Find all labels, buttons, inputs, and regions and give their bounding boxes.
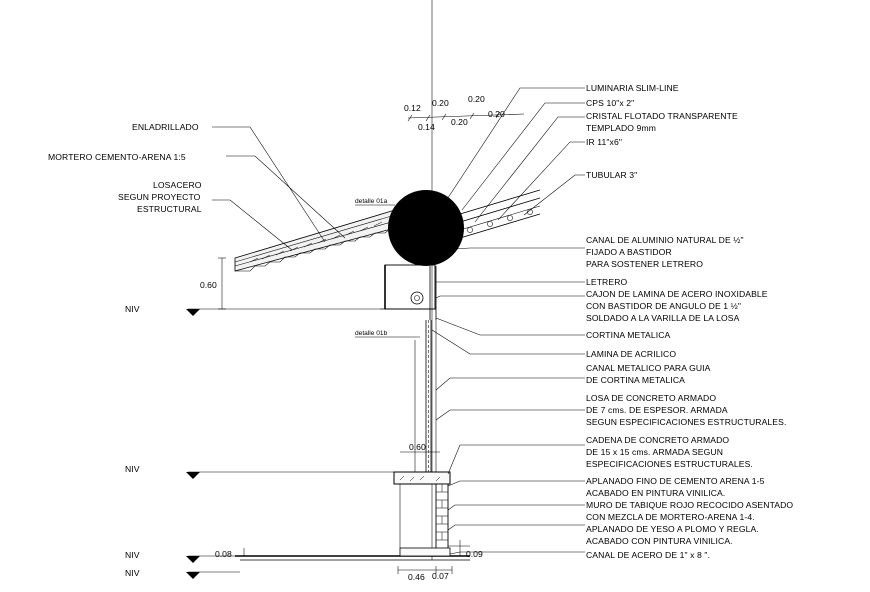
dim-020-a: 0.20 — [432, 98, 449, 108]
leader-lines — [212, 87, 585, 555]
label-aplanado-1: APLANADO FINO DE CEMENTO ARENA 1-5 — [586, 476, 765, 486]
label-cadena-2: DE 15 x 15 cms. ARMADA SEGUN — [586, 447, 723, 457]
label-canal-1: CANAL DE ALUMINIO NATURAL DE ½" — [586, 235, 744, 245]
label-cadena-1: CADENA DE CONCRETO ARMADO — [586, 435, 729, 445]
label-canal-2: FIJADO A BASTIDOR — [586, 247, 672, 257]
niv-label-3: NIV — [125, 550, 140, 560]
detail-01a-marker — [388, 190, 464, 266]
label-enladrillado: ENLADRILLADO — [132, 122, 199, 132]
roof-slab — [234, 209, 396, 272]
label-cadena-3: ESPECIFICACIONES ESTRUCTURALES. — [586, 459, 753, 469]
label-canalguia-2: DE CORTINA METALICA — [586, 375, 685, 385]
label-losa-1: LOSA DE CONCRETO ARMADO — [586, 393, 716, 403]
label-cortina: CORTINA METALICA — [586, 330, 671, 340]
label-losacero-2: SEGUN PROYECTO — [118, 192, 201, 202]
detalle-01a-label: detalle 01a — [355, 198, 388, 205]
label-yeso-2: ACABADO CON PINTURA VINILICA. — [586, 536, 733, 546]
vertical-dim-060 — [218, 257, 226, 310]
label-aplanado-2: ACABADO EN PINTURA VINILICA. — [586, 488, 725, 498]
detalle-01b-label: detalle 01b — [355, 330, 388, 337]
niv-label-1: NIV — [125, 304, 140, 314]
label-canalguia-1: CANAL METALICO PARA GUIA — [586, 363, 711, 373]
dim-060-b: 0.60 — [409, 442, 426, 452]
level-lines — [188, 308, 394, 573]
label-lamina: LAMINA DE ACRILICO — [586, 349, 676, 359]
chain-beam — [393, 471, 451, 485]
dim-008: 0.08 — [215, 549, 232, 559]
label-cajon-2: CON BASTIDOR DE ANGULO DE 1 ½" — [586, 301, 741, 311]
curtain-guide — [414, 320, 437, 476]
label-cajon-3: SOLDADO A LA VARILLA DE LA LOSA — [586, 313, 740, 323]
label-mortero: MORTERO CEMENTO-ARENA 1:5 — [48, 152, 186, 162]
label-ir: IR 11"x6" — [586, 137, 622, 147]
floor-slab — [235, 545, 470, 561]
label-losa-2: DE 7 cms. DE ESPESOR. ARMADA — [586, 405, 728, 415]
label-cristal-1: CRISTAL FLOTADO TRANSPARENTE — [586, 111, 738, 121]
dim-014: 0.14 — [418, 122, 435, 132]
label-losa-3: SEGUN ESPECIFICACIONES ESTRUCTURALES. — [586, 417, 786, 427]
dim-046: 0.46 — [408, 572, 425, 582]
label-yeso-1: APLANADO DE YESO A PLOMO Y REGLA. — [586, 524, 759, 534]
niv-label-2: NIV — [125, 464, 140, 474]
dim-020-b: 0.20 — [468, 94, 485, 104]
label-luminaria: LUMINARIA SLIM-LINE — [586, 83, 679, 93]
niv-label-4: NIV — [125, 568, 140, 578]
label-muro-2: CON MEZCLA DE MORTERO-ARENA 1-4. — [586, 512, 755, 522]
label-canal-3: PARA SOSTENER LETRERO — [586, 259, 703, 269]
dim-007: 0.07 — [432, 571, 449, 581]
label-muro-1: MURO DE TABIQUE ROJO RECOCIDO ASENTADO — [586, 500, 793, 510]
label-cristal-2: TEMPLADO 9mm — [586, 123, 656, 133]
dim-012: 0.12 — [404, 103, 421, 113]
label-cps: CPS 10"x 2" — [586, 98, 634, 108]
brick-wall — [399, 483, 449, 551]
label-losacero-3: ESTRUCTURAL — [137, 204, 202, 214]
label-tubular: TUBULAR 3" — [586, 170, 637, 180]
bottom-dimension-chain — [243, 540, 461, 574]
sign-box — [380, 264, 437, 320]
dim-009: 0.09 — [466, 549, 483, 559]
top-dimension-chain — [407, 111, 525, 122]
dim-060: 0.60 — [200, 280, 217, 290]
label-losacero-1: LOSACERO — [153, 180, 202, 190]
level-markers — [186, 309, 200, 579]
label-cajon-1: CAJON DE LAMINA DE ACERO INOXIDABLE — [586, 289, 768, 299]
dim-020-c: 0.20 — [451, 117, 468, 127]
dim-020-d: 0.20 — [488, 109, 505, 119]
label-canalacero: CANAL DE ACERO DE 1" x 8 ". — [586, 550, 710, 560]
label-letrero: LETRERO — [586, 277, 628, 287]
